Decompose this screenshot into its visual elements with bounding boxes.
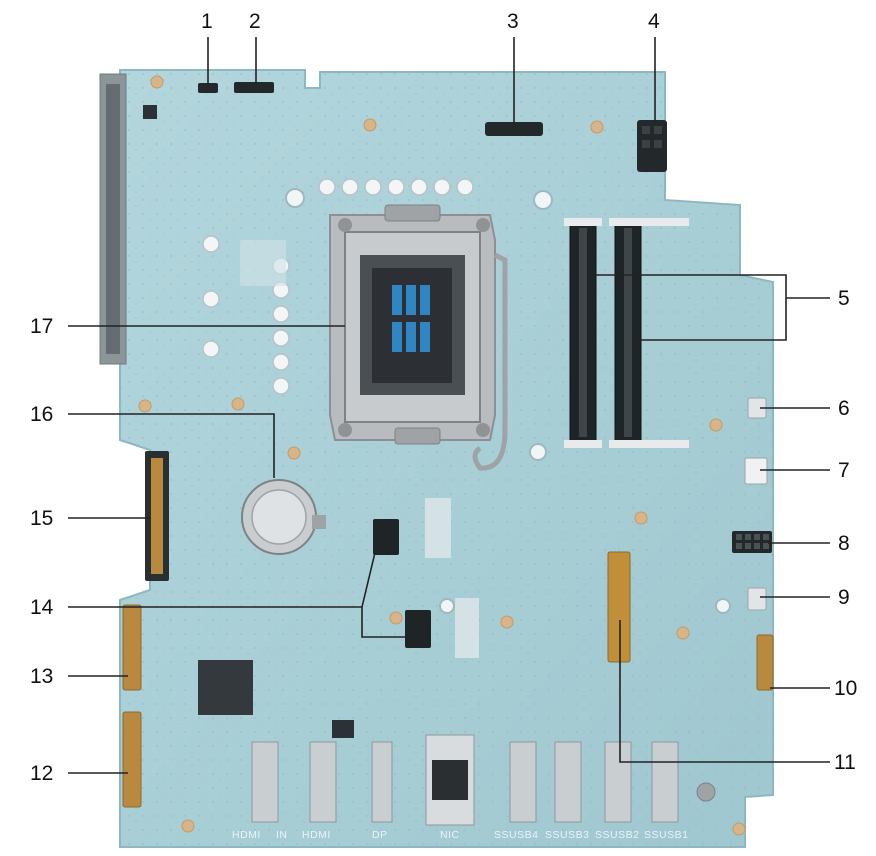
callout-5: 5 [838,287,850,310]
port-label-ssusb4: SSUSB4 [494,829,538,841]
callout-15: 15 [30,507,53,530]
callout-17: 17 [30,315,53,338]
connector-4 [637,120,667,172]
connector-10 [756,634,774,691]
connector-13 [122,604,142,691]
leader-11 [619,620,830,763]
controller-chip [198,660,253,715]
callout-7: 7 [838,459,850,482]
chip-left [240,240,286,286]
callout-12: 12 [30,762,53,785]
callout-9: 9 [838,586,850,609]
leader-5 [588,274,787,341]
leader-14-upper [361,539,379,608]
callout-4: 4 [648,10,660,33]
memory-slot-b [609,218,689,448]
leader-lines [68,37,830,774]
m2-standoff-lower [455,598,479,658]
m2-slot-lower [405,610,431,648]
m2-standoff-upper [425,498,451,558]
connector-3 [485,122,543,136]
cpu-socket [329,204,508,471]
port-label-ssusb3: SSUSB3 [545,829,589,841]
port-label-dp: DP [372,829,388,841]
connector-11 [607,551,631,663]
connector-15 [145,451,169,581]
connector-2 [234,82,274,93]
port-label-hdmi-out: HDMI [302,829,331,841]
callout-14: 14 [30,596,54,619]
callout-16: 16 [30,403,53,426]
port-label-ssusb2: SSUSB2 [595,829,639,841]
callout-8: 8 [838,532,850,555]
callout-6: 6 [838,397,850,420]
capacitor-row-top [318,178,474,196]
port-label-hdmi-in: HDMI [232,829,261,841]
memory-slot-a [564,218,602,448]
coin-cell-battery [241,479,326,555]
connector-12 [122,711,142,808]
callout-10: 10 [834,677,857,700]
connector-1 [198,83,218,93]
rear-io-silkscreen: HDMI IN HDMI DP NIC SSUSB4 SSUSB3 SSUSB2… [232,829,688,841]
port-label-nic: NIC [440,829,460,841]
chip-small [143,105,157,119]
callout-1: 1 [201,10,213,33]
connector-7 [744,457,768,485]
connector-9 [747,587,767,611]
m2-slot-upper [373,519,399,555]
callout-3: 3 [507,10,519,33]
port-label-ssusb1: SSUSB1 [644,829,688,841]
leader-14 [68,606,410,638]
connector-8 [732,531,772,553]
bios-chip [332,720,354,738]
port-label-in: IN [276,829,288,841]
callout-numbers: 1 2 3 4 5 6 7 8 9 10 11 12 13 14 15 16 1… [30,10,857,785]
callout-11: 11 [834,751,856,774]
callout-2: 2 [249,10,261,33]
callout-13: 13 [30,665,53,688]
left-edge-slot [99,73,127,365]
rear-io-ports [251,734,716,826]
leader-16 [68,413,275,478]
